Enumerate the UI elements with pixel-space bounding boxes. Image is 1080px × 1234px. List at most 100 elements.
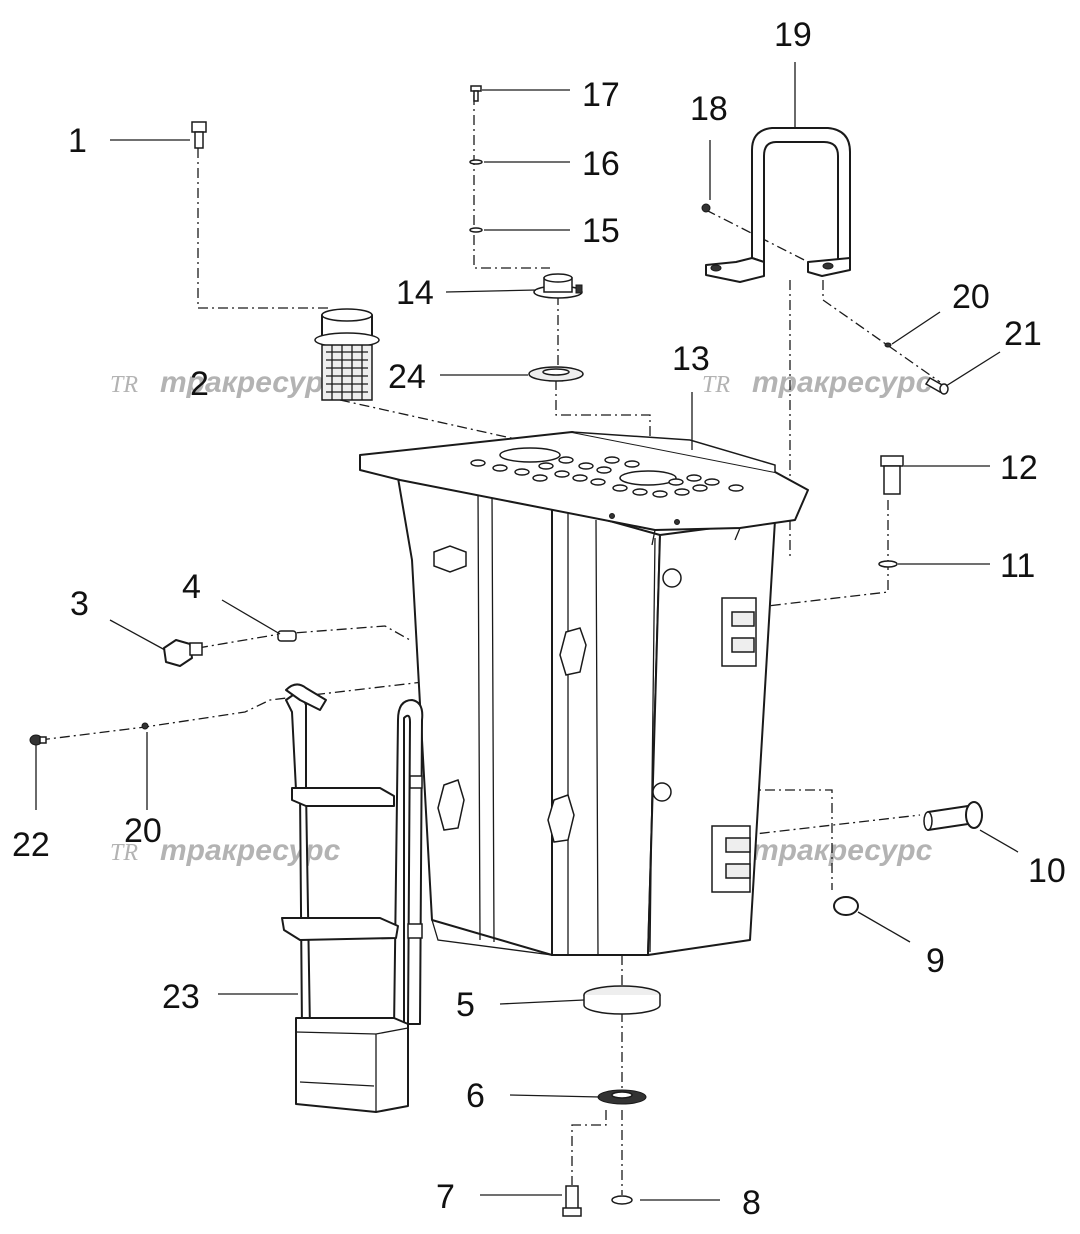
seal-24-inner	[542, 368, 570, 376]
bolt-7-head	[562, 1207, 582, 1217]
part-16-washer	[469, 159, 483, 165]
axis-drain-plug	[197, 625, 411, 649]
callout-17: 17	[582, 76, 620, 114]
part-9-plug	[833, 896, 859, 916]
callout-21: 21	[1004, 315, 1042, 353]
ladder-23-step-1	[291, 787, 395, 807]
part-21-bolt	[924, 377, 949, 395]
axis-cap-fasteners	[473, 95, 550, 269]
axis-pin-to-hinge	[749, 500, 889, 609]
callout-12: 12	[1000, 449, 1038, 487]
pin-10-body	[927, 805, 969, 831]
ladder-23-clamp-lower	[407, 923, 423, 939]
part-5-ring	[583, 985, 661, 1015]
ladder-23-step-2	[281, 917, 399, 941]
hinge-plate-upper	[721, 597, 757, 667]
part-15-washer	[469, 227, 483, 233]
filter-2-mesh-grid	[326, 345, 368, 400]
ladder-23-bottom-cage	[295, 1017, 409, 1113]
callout-19: 19	[774, 16, 812, 54]
callout-3: 3	[70, 585, 89, 623]
callout-7: 7	[436, 1178, 455, 1216]
part-24-seal-ring	[528, 366, 584, 382]
callout-23: 23	[162, 978, 200, 1016]
axis-handle-bolt	[822, 280, 941, 383]
callout-24: 24	[388, 358, 426, 396]
cap-14-top	[543, 273, 573, 283]
part-14-filler-cap	[533, 273, 583, 299]
callout-4: 4	[182, 568, 201, 606]
bolt-1-shank	[194, 131, 204, 149]
tank-port-lower	[652, 782, 672, 802]
plug-3-thread	[189, 642, 203, 656]
filter-2-cap-top	[321, 308, 373, 322]
tank-top-pin-hole	[609, 513, 615, 519]
part-4-sleeve	[277, 630, 297, 642]
part-19-handrail	[705, 127, 851, 283]
ladder-23-cage-edges	[295, 1027, 409, 1112]
callout-18: 18	[690, 90, 728, 128]
filter-neck-opening	[499, 447, 561, 463]
tank-body	[359, 431, 809, 956]
part-20-washer-lower	[141, 722, 149, 730]
watermark-logo-1: TR	[110, 372, 138, 398]
axis-flange-to-bolt7	[571, 1110, 607, 1185]
ladder-23-clamp-upper	[409, 775, 423, 789]
axis-filter-to-tank	[339, 399, 521, 441]
watermark-text-2: тракресурс	[752, 366, 933, 399]
callout-22: 22	[12, 826, 50, 864]
callout-9: 9	[926, 942, 945, 980]
callout-15: 15	[582, 212, 620, 250]
callout-14: 14	[396, 274, 434, 312]
callout-8: 8	[742, 1184, 761, 1222]
part-1-bolt	[191, 121, 207, 149]
pin-12-shank	[883, 465, 901, 495]
tank-bottom-edge	[431, 919, 553, 956]
callout-16: 16	[582, 145, 620, 183]
watermark: TR тракресурс TR тракресурс TR тракресур…	[110, 366, 933, 867]
bolt-1-head	[191, 121, 207, 133]
tank-mount-pad-lower-front	[547, 794, 575, 843]
ladder-23-left-bracket	[285, 689, 307, 791]
tank-top-pin-hole-2	[674, 519, 680, 525]
part-20-washer-upper	[884, 342, 892, 348]
ladder-23-left-rail	[299, 789, 311, 1031]
watermark-text-4: тракресурс	[752, 834, 933, 867]
part-17-screw	[470, 85, 482, 102]
tank-panel-creases	[477, 489, 656, 956]
hinge-knuckle-lower-2	[725, 863, 751, 879]
watermark-text-3: тракресурс	[160, 834, 341, 867]
handrail-19-hole-right	[822, 262, 834, 270]
handrail-19-loop	[751, 127, 851, 267]
screw-17-shank	[473, 90, 479, 102]
bolt-21-head	[939, 383, 949, 395]
part-11-ring	[878, 560, 898, 568]
handrail-19-left-foot	[705, 257, 765, 283]
tank-hinge-upper	[721, 597, 757, 667]
ladder-23-left-hook	[285, 683, 327, 711]
callout-numbers: 1 2 3 4 5 6 7 8 9 10 11 12 13 14 15 16 1…	[12, 16, 1066, 1222]
top-deck-holes	[470, 456, 744, 498]
part-2-breather-filter	[314, 308, 380, 401]
watermark-text-1: тракресурс	[160, 366, 341, 399]
part-7-bolt	[562, 1185, 582, 1217]
tank-mount-pad-front	[559, 627, 587, 676]
part-18-nut	[701, 203, 711, 213]
axis-ladder-bolt	[39, 560, 441, 741]
filler-neck-opening	[619, 470, 677, 486]
tank-top-lip	[359, 469, 741, 531]
part-12-pin	[880, 455, 904, 495]
tank-mount-pad-upper-left	[433, 545, 467, 573]
callout-2: 2	[190, 365, 209, 403]
callout-20-lower: 20	[124, 812, 162, 850]
hinge-knuckle-upper-1	[731, 611, 755, 627]
pin-10-head	[965, 801, 983, 829]
part-23-ladder	[281, 683, 424, 1113]
callout-10: 10	[1028, 852, 1066, 890]
tank-hinge-lower	[711, 825, 751, 893]
tank-port-upper	[662, 568, 682, 588]
cap-14-latch	[575, 284, 583, 294]
callout-13: 13	[672, 340, 710, 378]
part-3-drain-plug	[163, 639, 203, 667]
